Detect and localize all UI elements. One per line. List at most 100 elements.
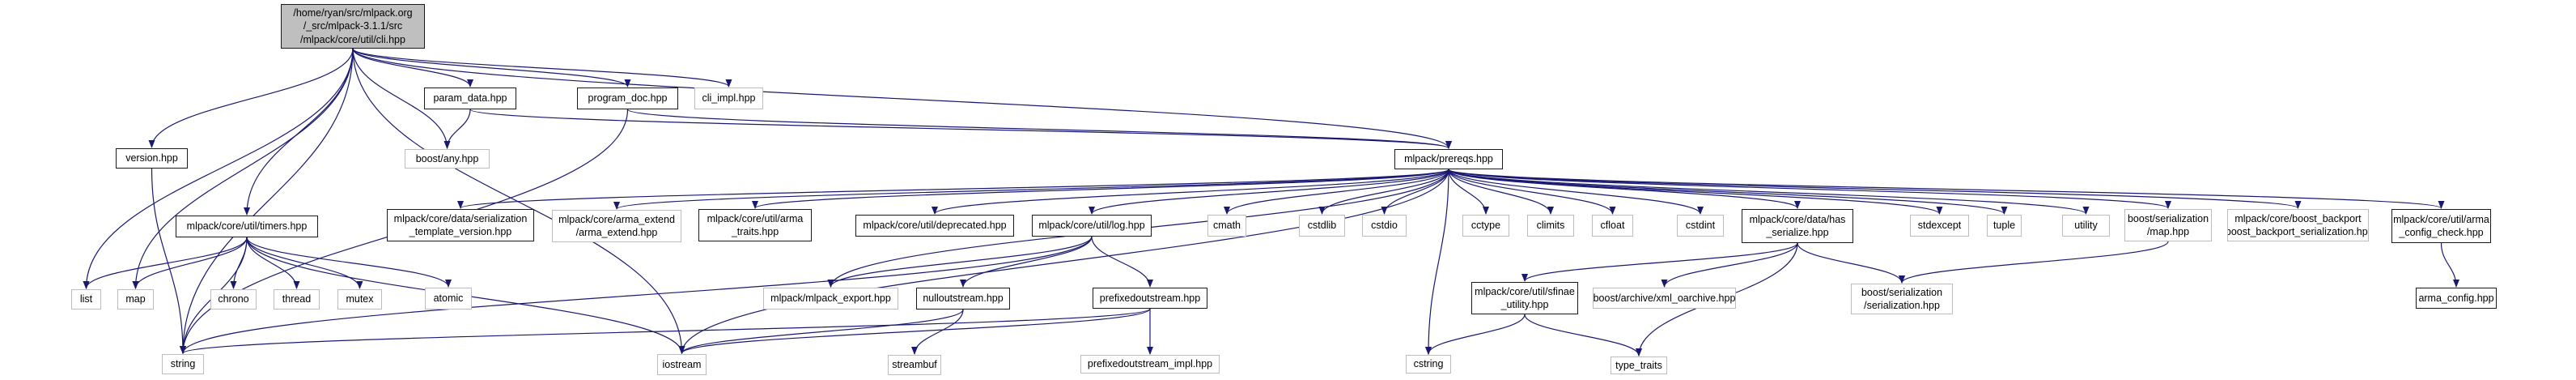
node-arma_config_check-label: _config_check.hpp — [2399, 227, 2484, 238]
node-climits: climits — [1527, 215, 1574, 237]
node-program_doc[interactable]: program_doc.hpp — [577, 88, 678, 109]
node-utility-label: utility — [2074, 220, 2098, 232]
edge-prereqs-to-stdexcept — [1448, 169, 1943, 215]
node-cstdlib: cstdlib — [1299, 215, 1345, 237]
node-cstdint-label: cstdint — [1685, 220, 1716, 232]
node-boost_ser_ser: boost/serialization/serialization.hpp — [1851, 284, 1953, 314]
edge-root-to-prereqs — [352, 48, 1452, 149]
node-streambuf: streambuf — [888, 355, 941, 375]
node-xml_oarchive: boost/archive/xml_oarchive.hpp — [1593, 288, 1736, 309]
node-nulloutstream[interactable]: nulloutstream.hpp — [916, 288, 1010, 310]
node-stdexcept-label: stdexcept — [1917, 220, 1962, 232]
node-climits-label: climits — [1536, 220, 1565, 232]
edge-timers-to-mutex — [246, 237, 363, 289]
node-cli_impl-label: cli_impl.hpp — [702, 92, 756, 105]
edge-prereqs-to-ser_tmpl — [457, 169, 1449, 209]
node-atomic-label: atomic — [433, 292, 464, 305]
node-type_traits: type_traits — [1611, 357, 1667, 374]
node-arma_config[interactable]: arma_config.hpp — [2416, 288, 2497, 309]
node-arma_config_check[interactable]: mlpack/core/util/arma_config_check.hpp — [2391, 209, 2491, 243]
node-ser_tmpl[interactable]: mlpack/core/data/serialization _template_… — [387, 209, 534, 241]
node-list: list — [71, 289, 101, 310]
edge-prereqs-to-arma_extend — [613, 169, 1449, 210]
node-arma_traits-label: _traits.hpp — [731, 226, 779, 237]
node-cstring-label: cstring — [1413, 358, 1444, 370]
node-boost_ser_map-label: /map.hpp — [2146, 226, 2190, 237]
node-cmath-label: cmath — [1212, 220, 1241, 232]
edge-prereqs-to-cstring — [1425, 169, 1449, 355]
node-mlpack_export: mlpack/mlpack_export.hpp — [763, 288, 898, 310]
edge-log-to-mlpack_export — [827, 236, 1093, 288]
edge-prereqs-to-has_serialize — [1448, 169, 1801, 209]
node-cctype-label: cctype — [1470, 220, 1501, 232]
edge-prereqs-to-deprecated — [932, 169, 1449, 215]
node-cstdint: cstdint — [1677, 215, 1724, 237]
node-cmath: cmath — [1207, 215, 1246, 237]
node-boost_any: boost/any.hpp — [405, 149, 490, 169]
edge-boost_ser_map-to-boost_ser_ser — [1899, 241, 2169, 284]
node-boost_backport-label: /boost_backport_serialization.hpp — [2227, 226, 2369, 237]
node-stdexcept: stdexcept — [1910, 215, 1969, 237]
edge-prereqs-to-log — [1089, 169, 1449, 215]
node-streambuf-label: streambuf — [892, 359, 937, 371]
edge-log-to-nulloutstream — [960, 236, 1093, 288]
edge-has_serialize-to-sfinae — [1521, 242, 1798, 282]
node-thread-label: thread — [282, 293, 312, 305]
node-has_serialize-label: mlpack/core/data/has — [1749, 213, 1846, 225]
node-thread: thread — [274, 289, 320, 310]
node-sfinae-label: mlpack/core/util/sfinae — [1475, 285, 1575, 297]
node-map: map — [117, 289, 154, 310]
node-boost_ser_ser-label: /serialization.hpp — [1864, 300, 1940, 311]
edge-root-to-map — [132, 48, 354, 289]
node-param_data[interactable]: param_data.hpp — [424, 88, 516, 109]
node-cfloat-label: cfloat — [1600, 220, 1625, 232]
node-timers[interactable]: mlpack/core/util/timers.hpp — [176, 216, 318, 237]
edge-prereqs-to-cstdint — [1448, 169, 1704, 215]
edge-root-to-param_data — [352, 48, 473, 88]
node-has_serialize[interactable]: mlpack/core/data/has_serialize.hpp — [1742, 209, 1853, 243]
edge-version-to-string — [151, 168, 186, 354]
node-chrono: chrono — [210, 289, 257, 310]
node-mutex-label: mutex — [346, 293, 374, 305]
edge-log-to-prefixedoutstream — [1091, 236, 1153, 288]
node-deprecated[interactable]: mlpack/core/util/deprecated.hpp — [855, 215, 1014, 237]
node-deprecated-label: mlpack/core/util/deprecated.hpp — [863, 220, 1007, 232]
edge-has_serialize-to-xml_oarchive — [1661, 242, 1798, 288]
edge-prereqs-to-tuple — [1448, 169, 2008, 215]
edge-timers-to-map — [132, 237, 248, 289]
node-ser_tmpl-label: mlpack/core/data/serialization — [393, 212, 528, 224]
node-atomic: atomic — [425, 288, 472, 310]
node-arma_traits[interactable]: mlpack/core/util/arma_traits.hpp — [698, 209, 812, 241]
node-prereqs-label: mlpack/prereqs.hpp — [1404, 153, 1493, 165]
node-root-label: /_src/mlpack-3.1.1/src — [303, 20, 403, 32]
edge-prefixedoutstream-to-string — [180, 308, 1151, 354]
node-boost_any-label: boost/any.hpp — [415, 152, 479, 164]
node-timers-label: mlpack/core/util/timers.hpp — [186, 220, 308, 233]
node-ser_tmpl-label: _template_version.hpp — [409, 226, 512, 237]
node-nulloutstream-label: nulloutstream.hpp — [923, 292, 1004, 305]
node-string-label: string — [170, 358, 196, 370]
node-cstdio: cstdio — [1362, 215, 1407, 237]
edge-prereqs-to-cctype — [1448, 169, 1489, 215]
node-sfinae[interactable]: mlpack/core/util/sfinae_utility.hpp — [1471, 282, 1578, 314]
edge-sfinae-to-cstring — [1425, 314, 1526, 355]
edge-prereqs-to-climits — [1448, 169, 1554, 215]
node-version[interactable]: version.hpp — [116, 148, 188, 169]
node-prereqs[interactable]: mlpack/prereqs.hpp — [1394, 149, 1503, 169]
node-type_traits-label: type_traits — [1615, 359, 1662, 371]
node-log[interactable]: mlpack/core/util/log.hpp — [1032, 215, 1152, 237]
node-chrono-label: chrono — [218, 293, 249, 305]
node-param_data-label: param_data.hpp — [433, 92, 507, 105]
edge-log-to-string — [180, 236, 1093, 354]
edge-prereqs-to-cstdlib — [1318, 169, 1449, 215]
edge-timers-to-list — [83, 237, 248, 289]
edge-root-to-timers — [244, 48, 354, 216]
edge-param_data-to-boost_any — [443, 109, 471, 149]
node-tuple-label: tuple — [1992, 220, 2016, 232]
node-arma_config-label: arma_config.hpp — [2418, 292, 2494, 304]
node-prefixedoutstream[interactable]: prefixedoutstream.hpp — [1093, 288, 1207, 309]
node-root: /home/ryan/src/mlpack.org/_src/mlpack-3.… — [281, 4, 425, 49]
node-cli_impl: cli_impl.hpp — [694, 88, 763, 109]
